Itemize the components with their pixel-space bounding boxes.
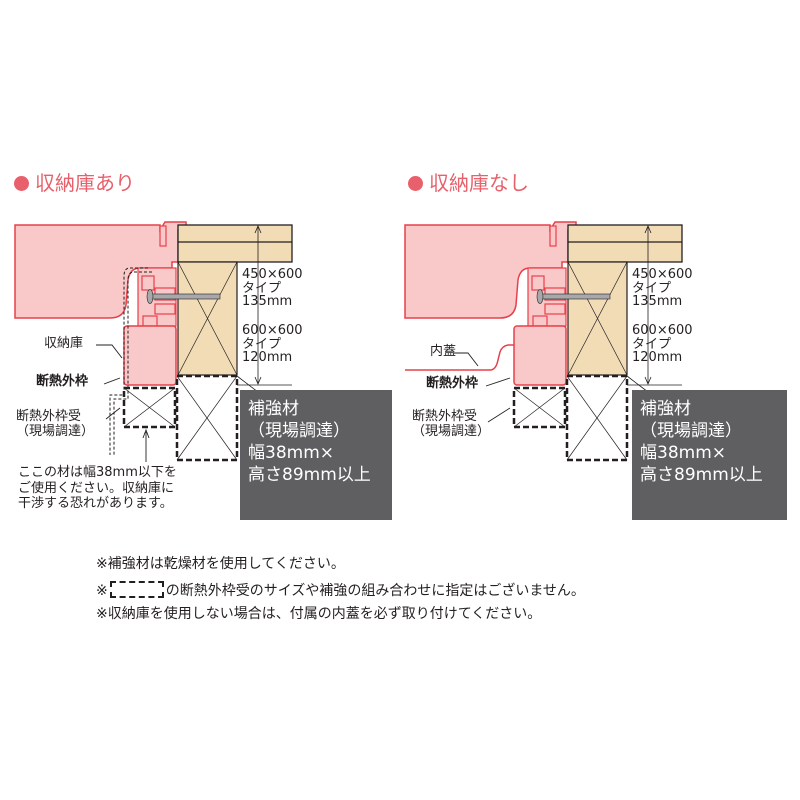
left-title: 収納庫あり (14, 172, 135, 195)
caution-text: ここの材は幅38mm以下をご使用ください。収納庫に干渉する恐れがあります。 (18, 465, 177, 512)
label-receiver: 断熱外枠受（現場調達） (412, 409, 491, 439)
inner-lid (405, 344, 514, 371)
label-frame: 断熱外枠 (36, 374, 89, 389)
dashed-box-icon (109, 581, 164, 598)
label-inner-lid: 内蓋 (430, 344, 457, 359)
label-storage: 収納庫 (44, 336, 84, 351)
bullet-icon (408, 176, 423, 191)
bullet-icon (14, 176, 29, 191)
note-3: ※収納庫を使用しない場合は、付属の内蓋を必ず取り付けてください。 (96, 606, 542, 622)
label-receiver: 断熱外枠受（現場調達） (16, 409, 95, 439)
note-1: ※補強材は乾燥材を使用してください。 (96, 556, 345, 572)
note-2: ※の断熱外枠受のサイズや補強の組み合わせに指定はございません。 (96, 581, 585, 599)
reinforcement-box: 補強材（現場調達）幅38mm×高さ89mm以上 (632, 390, 787, 520)
right-title: 収納庫なし (408, 172, 529, 195)
reinforcement-box: 補強材（現場調達）幅38mm×高さ89mm以上 (240, 390, 392, 520)
label-frame: 断熱外枠 (426, 376, 479, 391)
